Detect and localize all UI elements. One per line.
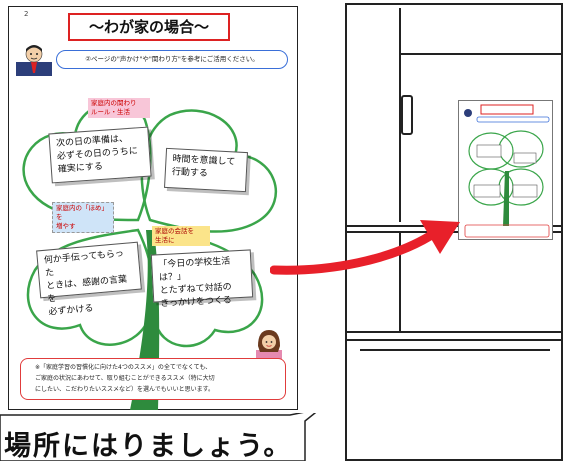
leaf-card-3: 何か手伝ってもらった ときは、感謝の言葉を 必ずかける <box>36 241 142 318</box>
leaf-tag-1: 家庭内の関わりルール・生活 <box>88 98 150 118</box>
worksheet-title: 〜わが家の場合〜 <box>68 13 235 46</box>
mini-worksheet-drawing <box>464 104 550 238</box>
red-arrow-icon <box>270 220 460 275</box>
leaf-card-4: 「今日の学校生活は？」 とたずねて対話の きっかけをつくる <box>150 249 254 309</box>
mini-worksheet <box>458 100 553 240</box>
mother-avatar-icon <box>256 330 282 362</box>
leaf-tag-3: 家庭内の「ほめ」を増やす <box>52 202 114 233</box>
caption-text: 場所にはりましょう。 <box>4 431 293 462</box>
leaf-card-1: 次の日の準備は、 必ずその日のうちに 確実にする <box>48 126 152 184</box>
leaf-tag-4: 家庭の会話を生活に <box>152 226 210 246</box>
caption-speech-box <box>0 413 317 461</box>
teacher-avatar-icon <box>16 45 52 76</box>
bottom-note: ※「家庭学習の習慣化に向けた4つのススメ」の全てでなくても、 ご家庭の状況にあわ… <box>20 358 286 400</box>
instruction-banner: ②ページの"声かけ"や"関わり方"を参考にご活用ください。 <box>56 50 288 69</box>
page-number: 2 <box>24 10 29 18</box>
leaf-card-2: 時間を意識して 行動する <box>164 147 248 193</box>
